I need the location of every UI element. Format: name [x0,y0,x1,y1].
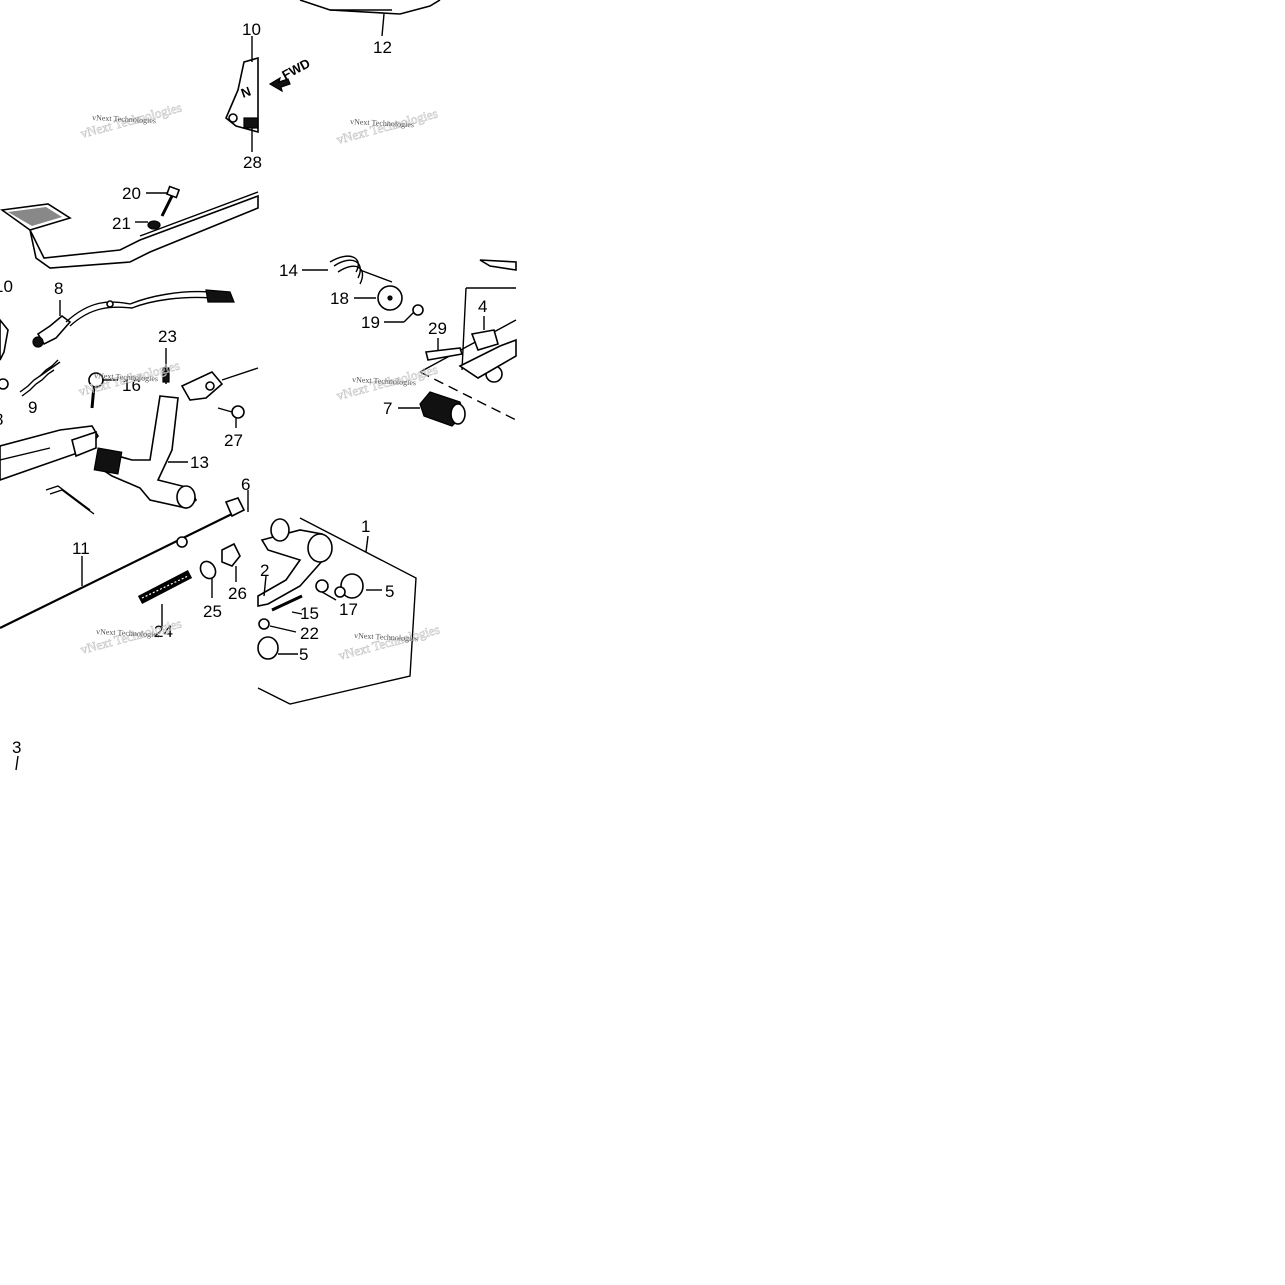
callout-27: 27 [224,431,243,450]
rod-end-joint [88,372,118,409]
callout-7: 7 [383,399,392,418]
callout-19: 19 [361,313,380,332]
brake-arm [0,425,99,481]
callout-8: 8 [54,279,63,298]
callout-10-b: 10 [0,277,13,296]
brake-switch-cable [32,289,235,348]
peg-spring [302,255,393,285]
forward-arrow-icon: FWD [268,56,313,93]
shift-lever-panel [257,517,417,705]
neutral-switch-bracket: N [225,36,259,134]
callout-6: 6 [241,475,250,494]
pedal-nut [135,220,161,230]
watermark: vNext Technologies [352,375,416,387]
callout-3: 3 [12,738,21,757]
watermark: vNext Technologies [350,117,414,129]
clevis [180,367,259,428]
callout-20: 20 [122,184,141,203]
return-spring [19,359,61,397]
callout-4: 4 [478,297,487,316]
brake-pedal [0,191,259,269]
step-bar [299,0,441,37]
watermark: vNext Technologies [96,627,160,639]
callout-18: 18 [330,289,349,308]
brake-rod [0,509,241,629]
watermark: vNext Technologies [92,113,156,125]
callout-22: 22 [300,624,319,643]
callout-15: 15 [300,604,319,623]
callout-13: 13 [190,453,209,472]
callout-28: 28 [243,153,262,172]
callout-23: 23 [158,327,177,346]
watermark: vNext Technologies [94,371,158,383]
callout-5-b: 5 [299,645,308,664]
callout-17: 17 [339,600,358,619]
middle-right-panel [302,255,517,427]
callout-29: 29 [428,319,447,338]
upper-panel: N FWD [0,36,313,269]
callout-24: 24 [154,622,173,641]
callout-10: 10 [242,20,261,39]
brake-spring [137,570,193,628]
callout-16: 16 [122,376,141,395]
watermark: vNext Technologies [354,631,418,643]
pedal-bolt [146,185,181,217]
callout-9: 9 [28,398,37,417]
callout-8-b: 8 [0,410,3,429]
middle-left-panel [0,289,259,629]
callout-11: 11 [72,539,90,558]
fwd-label: FWD [279,56,312,83]
callout-5: 5 [385,582,394,601]
callout-numbers: 10 12 28 20 21 14 10 8 18 4 19 29 23 16 … [0,20,487,757]
callout-26: 26 [228,584,247,603]
callout-2: 2 [260,561,269,580]
callout-14: 14 [279,261,298,280]
watermark-outline: vNext Technologies [337,622,441,663]
callout-21: 21 [112,214,131,233]
callout-1: 1 [361,517,370,536]
brake-shaft [93,395,198,509]
callout-25: 25 [203,602,222,621]
callout-12: 12 [373,38,392,57]
footpeg-rubber [398,391,466,427]
